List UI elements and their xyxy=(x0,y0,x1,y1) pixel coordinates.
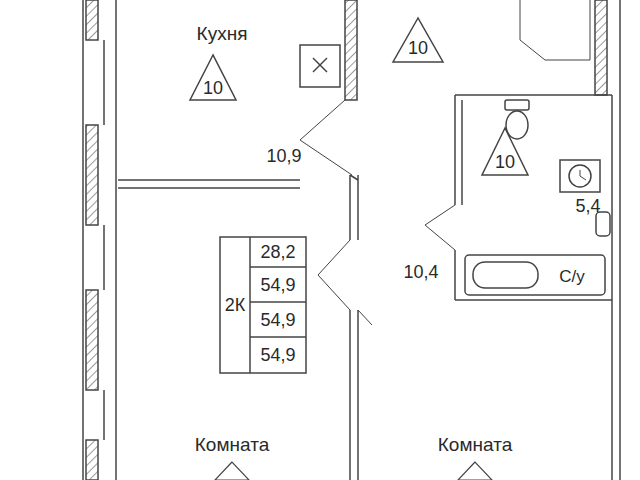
area-value: 10,9 xyxy=(266,147,301,165)
callout-number: 10 xyxy=(408,39,428,57)
room-name: Комната xyxy=(438,435,512,454)
callout-number: 10 xyxy=(495,153,515,171)
table-cell: 54,9 xyxy=(260,346,295,364)
callout-number: 10 xyxy=(203,79,223,97)
table-cell: 28,2 xyxy=(260,243,295,261)
table-cell: 54,9 xyxy=(260,311,295,329)
area-value: 5,4 xyxy=(575,197,600,215)
area-value: 10,4 xyxy=(403,263,438,281)
table-cell: 2К xyxy=(225,296,246,314)
fixture-label: С/у xyxy=(559,268,585,285)
room-name: Кухня xyxy=(197,24,248,43)
room-name: Комната xyxy=(195,435,269,454)
table-cell: 54,9 xyxy=(260,276,295,294)
